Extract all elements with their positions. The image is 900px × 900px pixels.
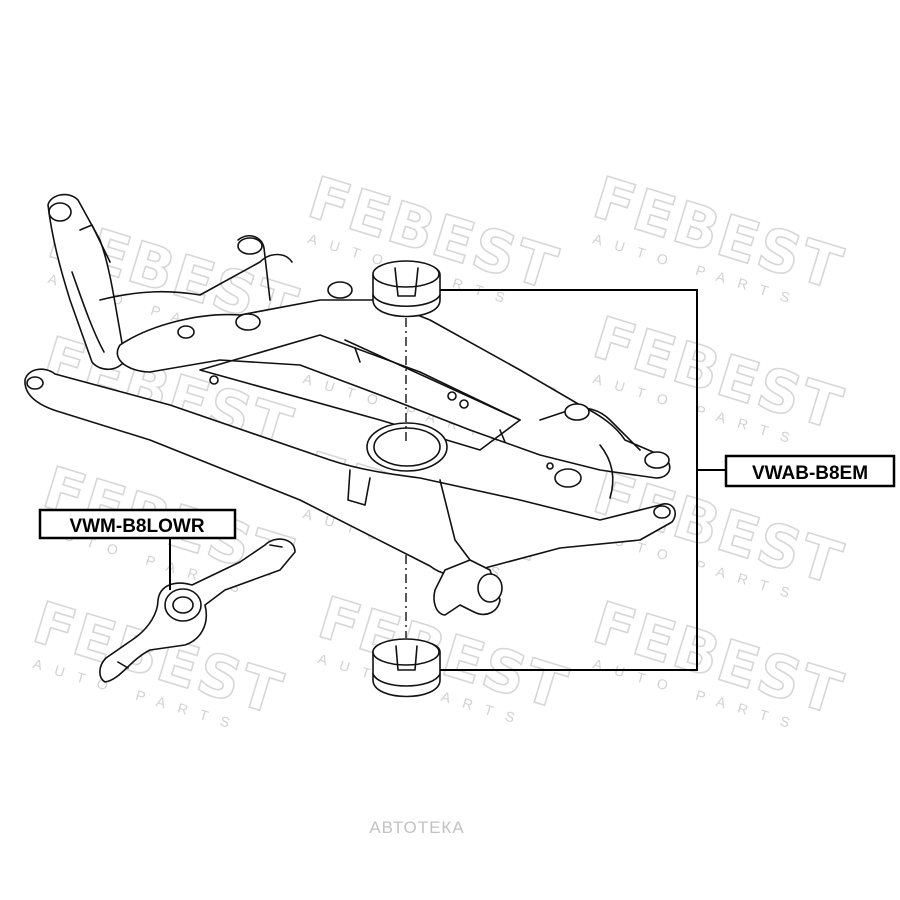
leader-lines: [169, 289, 726, 671]
subframe-drawing: [24, 193, 676, 616]
inner-left-bushing: [235, 313, 261, 331]
torque-rod-end: [269, 544, 283, 548]
watermark-6: FEBEST AUTO PARTS: [585, 303, 852, 450]
lower-bushing-core: [395, 645, 418, 671]
watermark-12: FEBEST AUTO PARTS: [585, 588, 852, 735]
label-vwab-b8em-text: VWAB-B8EM: [752, 463, 868, 484]
mount-seat-inner: [373, 427, 441, 467]
right-front-bushing: [554, 468, 582, 488]
tower-bolt-hole: [48, 202, 72, 222]
rear-cross-beam: [116, 299, 671, 479]
center-pan-crease: [344, 339, 521, 421]
left-side-rail: [99, 253, 293, 301]
tower-edge: [71, 271, 105, 353]
center-pan-slot-1: [354, 347, 361, 363]
front-lower-bushing: [477, 573, 503, 603]
upper-bushing-band: [372, 294, 441, 308]
upper-bushing-core: [394, 267, 419, 297]
pan-hole-4: [546, 462, 554, 470]
front-lower-bracket: [433, 559, 501, 616]
lower-torque-rod: [99, 538, 296, 683]
watermark-3: FEBEST AUTO PARTS: [585, 163, 852, 310]
torque-rod-bushing-inner: [172, 596, 194, 614]
torque-rod-tip: [117, 661, 129, 669]
pan-hole-3: [209, 375, 219, 385]
credit-text: АВТОТЕКА: [369, 818, 464, 837]
front-right-bolt-hole: [653, 505, 671, 519]
left-bracket: [237, 235, 271, 301]
left-tower: [47, 193, 126, 371]
small-left-boss: [177, 325, 195, 339]
front-brace-edge: [439, 479, 471, 561]
upper-mount-bushing: [372, 260, 441, 318]
label-vwm-b8lowr-text: VWM-B8LOWR: [69, 516, 204, 537]
center-pan-slot-2: [499, 429, 506, 443]
label-vwm-b8lowr-box: [38, 508, 237, 540]
pan-hole-1: [447, 391, 457, 401]
center-left-bushing: [327, 281, 353, 299]
upper-bushing-top: [372, 260, 440, 288]
left-bracket-bushing: [237, 237, 263, 255]
leader-upper-part: [440, 289, 698, 671]
lower-bushing-band: [372, 673, 441, 687]
tower-rib: [79, 224, 111, 263]
lower-bushing-top: [372, 638, 440, 666]
front-slot-bracket: [347, 469, 371, 506]
lower-mount-bushing: [372, 638, 441, 698]
front-left-bolt-hole: [26, 376, 44, 390]
pan-hole-2: [459, 399, 469, 409]
right-bracket: [599, 444, 614, 499]
label-vwm-b8lowr: VWM-B8LOWR: [38, 508, 237, 540]
right-rear-bushing: [564, 403, 590, 421]
label-vwab-b8em: VWAB-B8EM: [724, 454, 896, 488]
mount-seat-outer: [366, 422, 448, 472]
label-vwab-b8em-box: [724, 454, 896, 488]
right-outer-bushing: [644, 451, 670, 469]
